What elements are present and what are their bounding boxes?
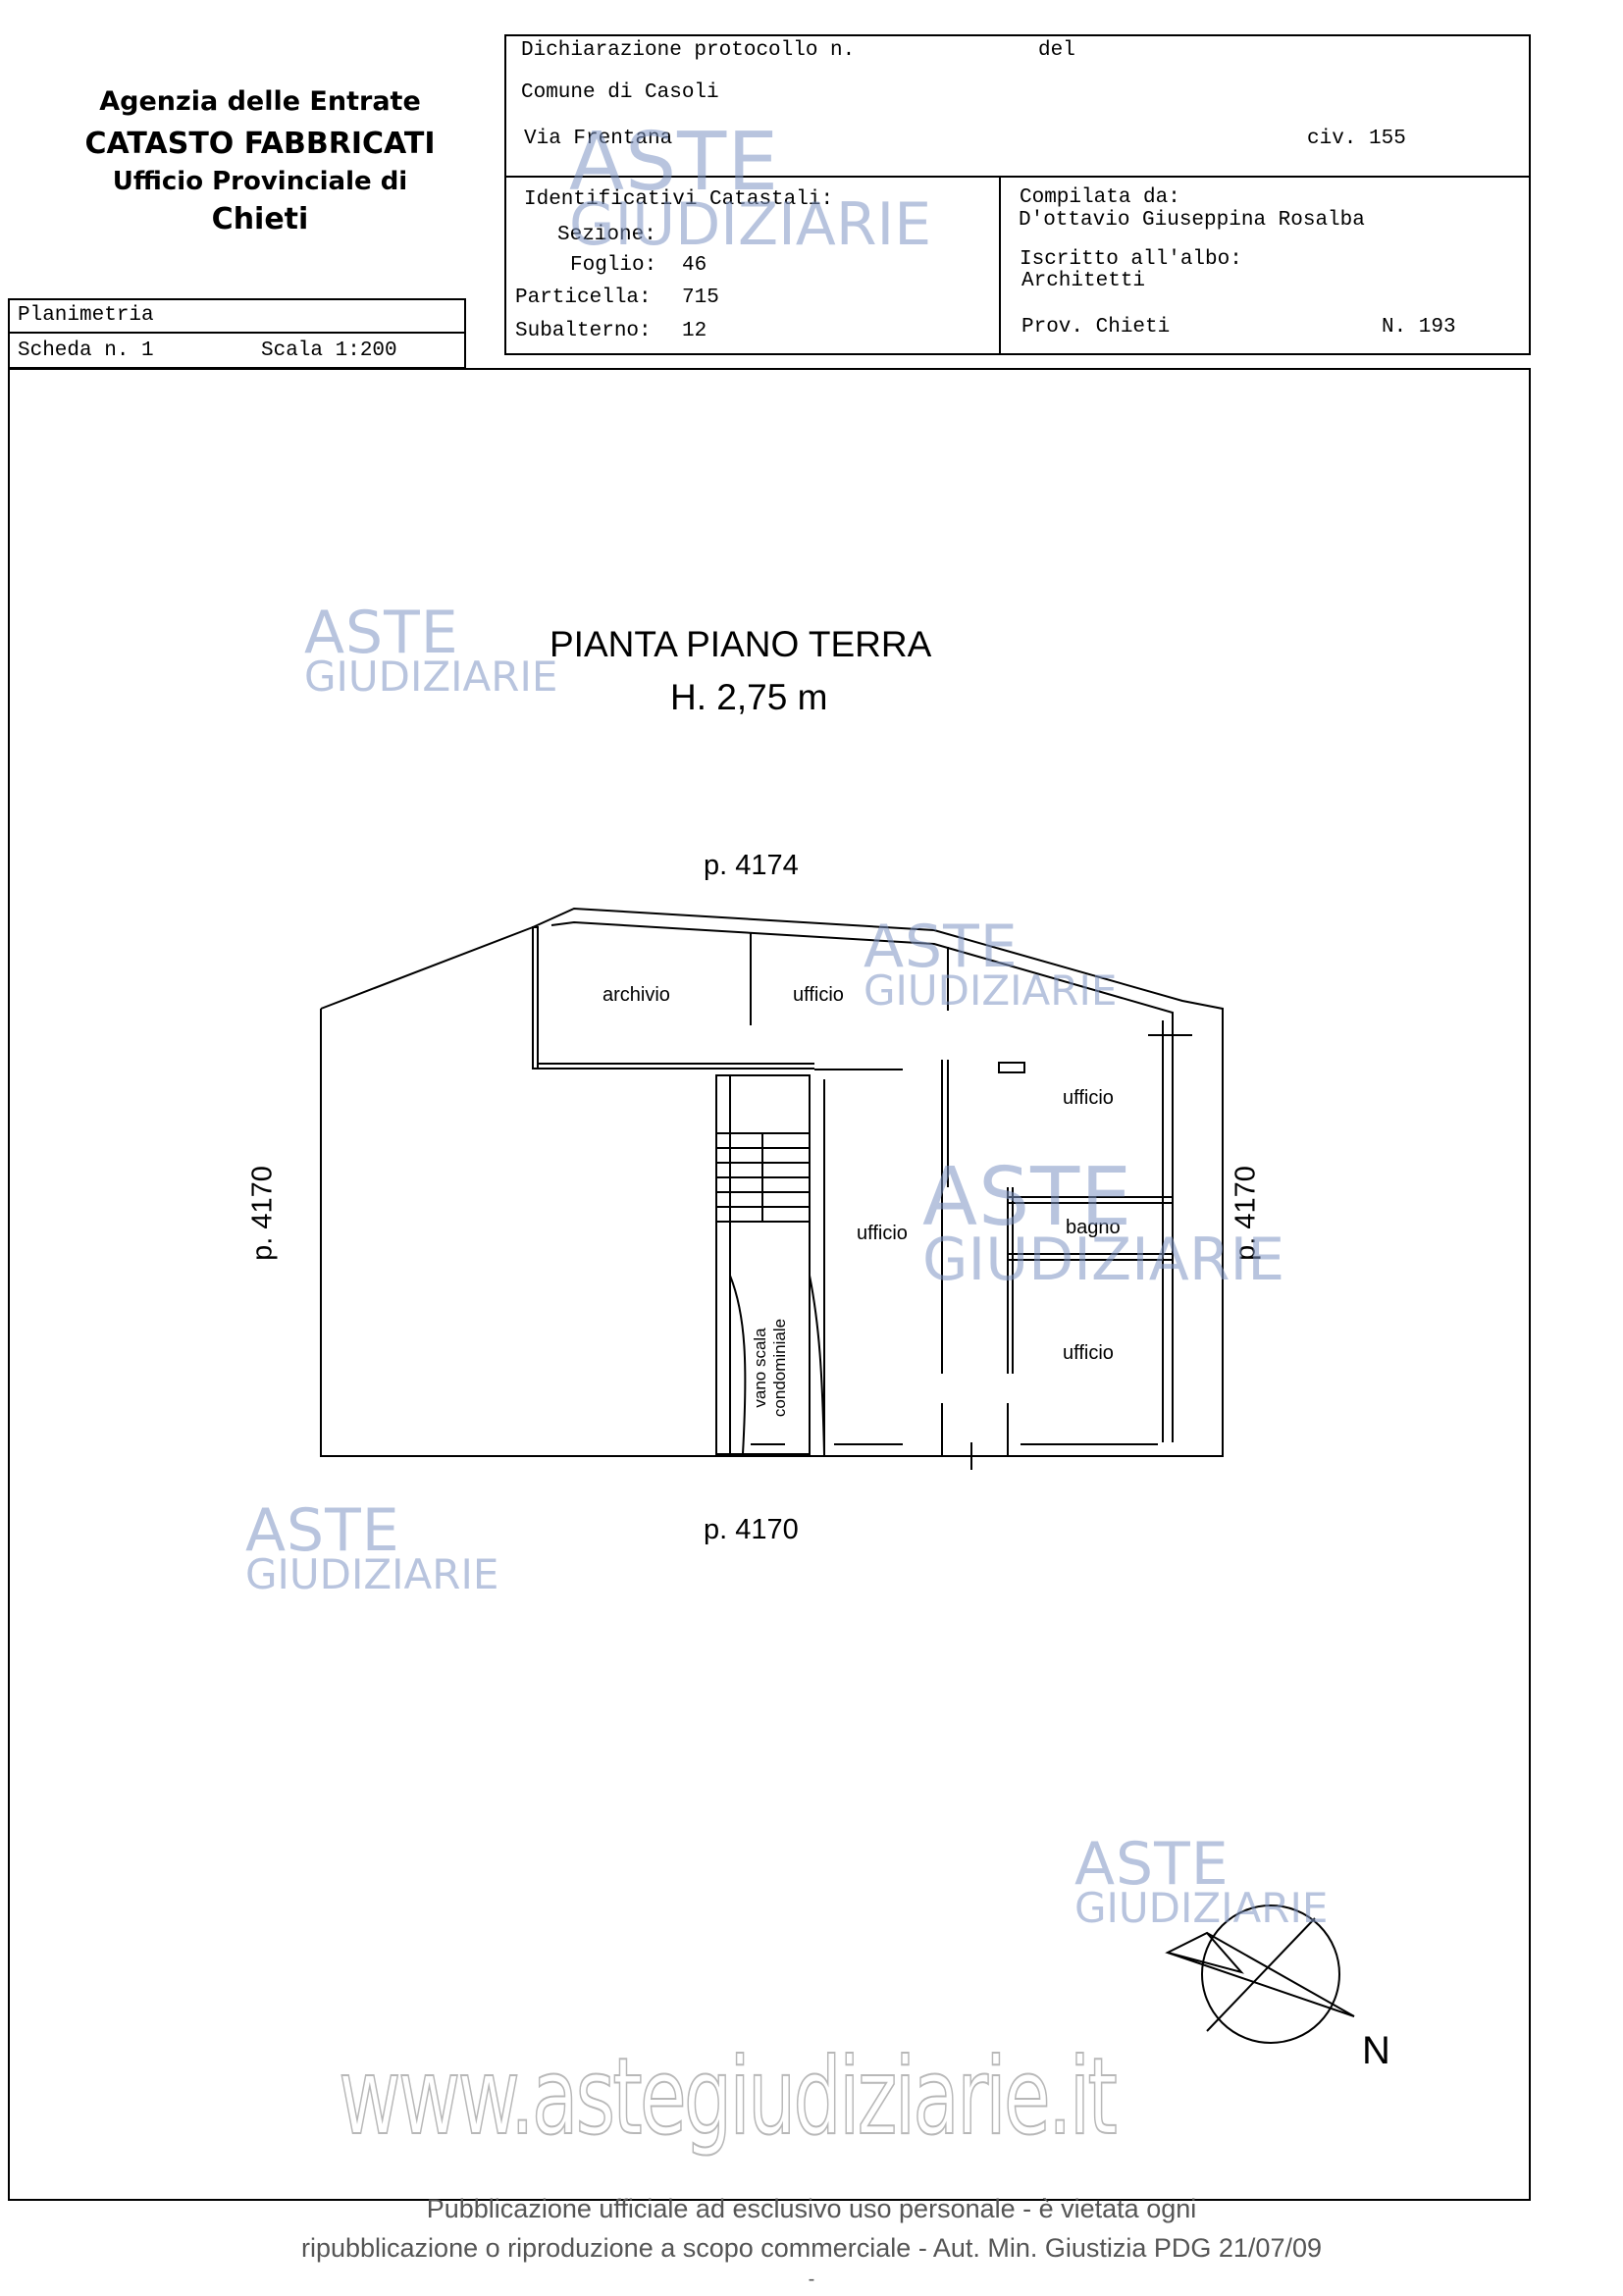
room-archivio: archivio	[602, 984, 670, 1006]
foglio-label: Foglio:	[570, 254, 657, 277]
prov-label: Prov. Chieti	[1021, 316, 1171, 339]
scheda-number: Scheda n. 1	[18, 339, 154, 362]
compass-needle-1	[1167, 1952, 1355, 2017]
watermark-plan-top: ASTE GIUDIZIARIE	[864, 917, 1117, 1012]
compass-needle-2	[1206, 1932, 1355, 2017]
neighbor-south: p. 4170	[704, 1514, 799, 1545]
watermark-plan-center: ASTE GIUDIZIARIE	[922, 1151, 1285, 1294]
protocol-del: del	[1038, 39, 1075, 62]
watermark-plan-top-aste: ASTE	[864, 913, 1019, 981]
ufficio-fixture	[998, 1062, 1025, 1073]
albo-label: Iscritto all'albo:	[1020, 248, 1242, 271]
room-stair: vano scala condominiale	[751, 1318, 789, 1418]
protocol-label: Dichiarazione protocollo n.	[521, 39, 856, 62]
particella-value: 715	[682, 287, 719, 309]
watermark-compass-giudiziarie: GIUDIZIARIE	[1074, 1884, 1329, 1932]
compiled-by-label: Compilata da:	[1020, 186, 1180, 209]
sezione-label: Sezione:	[557, 224, 656, 246]
room-ufficio-center: ufficio	[857, 1223, 908, 1244]
compass-circle	[1201, 1905, 1340, 2044]
office-label: Ufficio Provinciale di	[112, 167, 408, 196]
scheda-divider	[8, 332, 466, 334]
watermark-title-giudiziarie: GIUDIZIARIE	[304, 652, 558, 701]
agency-block: Agenzia delle Entrate CATASTO FABBRICATI…	[54, 86, 466, 236]
agency-name: Agenzia delle Entrate	[99, 86, 421, 117]
subalterno-label: Subalterno:	[515, 320, 652, 342]
catasto-title: CATASTO FABBRICATI	[84, 127, 436, 161]
watermark-plan-top-giudiziarie: GIUDIZIARIE	[864, 966, 1118, 1015]
outline-slope-west	[320, 926, 534, 1010]
compass-arrow	[1165, 1931, 1244, 1974]
watermark-plan-center-giudiziarie: GIUDIZIARIE	[922, 1226, 1285, 1294]
foglio-value: 46	[682, 254, 707, 277]
compiler-name: D'ottavio Giuseppina Rosalba	[1019, 209, 1365, 232]
registration-number: N. 193	[1382, 316, 1456, 339]
plan-title: PIANTA PIANO TERRA	[550, 624, 932, 664]
room-ufficio-right: ufficio	[1063, 1087, 1114, 1109]
room-ufficio-top: ufficio	[793, 984, 844, 1006]
watermark-lower-aste: ASTE	[245, 1496, 400, 1565]
north-compass	[1165, 1905, 1355, 2044]
watermark-lower: ASTE GIUDIZIARIE	[245, 1501, 498, 1595]
room-bagno: bagno	[1066, 1217, 1121, 1238]
watermark-compass-aste: ASTE	[1074, 1830, 1230, 1899]
watermark-title-aste: ASTE	[304, 599, 459, 667]
identifiers-title: Identificativi Catastali:	[524, 188, 834, 211]
footer-line-2: ripubblicazione o riproduzione a scopo c…	[300, 2233, 1322, 2263]
drawing-frame	[8, 368, 1531, 2201]
watermark-header: ASTE GIUDIZIARIE	[569, 116, 932, 259]
footer-line-1: Pubblicazione ufficiale ad esclusivo uso…	[426, 2194, 1197, 2223]
plan-height: H. 2,75 m	[670, 677, 828, 717]
declaration-box	[504, 34, 1531, 355]
stair-curve	[729, 1275, 747, 1455]
footer-dash: -	[808, 2269, 815, 2290]
room-ufficio-bottom: ufficio	[1063, 1342, 1114, 1364]
archivio-room-wall	[532, 926, 539, 1070]
civ-label: civ. 155	[1307, 128, 1406, 150]
watermark-plan-center-aste: ASTE	[922, 1151, 1133, 1244]
via-label: Via Frentana	[524, 128, 673, 150]
comune-label: Comune di Casoli	[521, 81, 719, 104]
scheda-title: Planimetria	[18, 304, 154, 327]
province-name: Chieti	[211, 202, 309, 236]
particella-label: Particella:	[515, 287, 652, 309]
watermark-site: www.astegiudiziarie.it	[338, 2035, 1118, 2160]
declaration-divider-v	[999, 176, 1001, 355]
outer-wall-inner-line	[550, 920, 1174, 1442]
neighbor-north: p. 4174	[704, 850, 799, 881]
watermark-header-aste: ASTE	[569, 116, 780, 209]
scheda-scale: Scala 1:200	[261, 339, 397, 362]
watermark-title: ASTE GIUDIZIARIE	[304, 603, 557, 698]
subalterno-value: 12	[682, 320, 707, 342]
building-outline	[320, 907, 1224, 1457]
stair-wall-left	[715, 1074, 731, 1455]
albo-value: Architetti	[1021, 270, 1146, 292]
compass-needle-3	[1206, 1917, 1316, 2032]
watermark-compass: ASTE GIUDIZIARIE	[1074, 1835, 1328, 1929]
north-marker: N	[1362, 2029, 1390, 2072]
watermark-header-giudiziarie: GIUDIZIARIE	[569, 190, 932, 259]
watermark-lower-giudiziarie: GIUDIZIARIE	[245, 1550, 499, 1598]
stair-curve-2	[809, 1275, 825, 1455]
declaration-divider-h	[504, 176, 1531, 178]
